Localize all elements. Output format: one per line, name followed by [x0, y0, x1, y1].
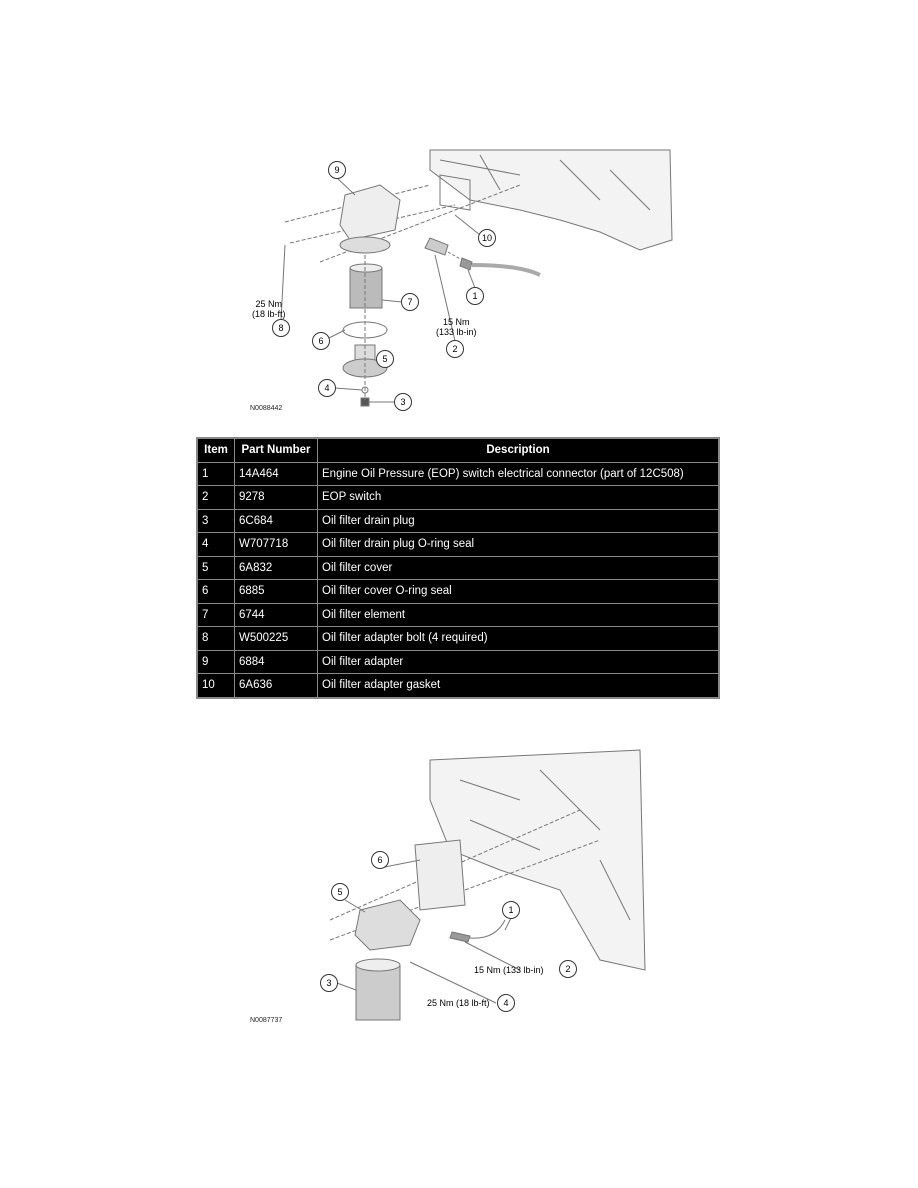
cell-part-number: W707718	[234, 532, 318, 557]
diagram-2-illustration	[329, 749, 646, 1021]
cell-part-number: 9278	[234, 485, 318, 510]
cell-item: 9	[196, 649, 235, 674]
callout-7: 7	[401, 293, 419, 311]
callout-4: 4	[497, 994, 515, 1012]
callout-8: 8	[272, 319, 290, 337]
torque-label-8: 25 Nm (18 lb-ft)	[252, 299, 286, 319]
torque-label-2: 15 Nm (133 lb-in)	[474, 965, 544, 975]
cell-item: 4	[196, 532, 235, 557]
oil-filter-exploded-diagram-1: 9 10 1 7 25 Nm (18 lb-ft) 8 6 15 Nm (133…	[0, 0, 918, 420]
cell-item: 7	[196, 602, 235, 627]
callout-1: 1	[502, 901, 520, 919]
header-description: Description	[317, 437, 720, 463]
figure-id: N0088442	[250, 405, 283, 412]
oil-filter-exploded-diagram-2: 6 5 1 15 Nm (133 lb-in) 2 3 25 Nm (18 lb…	[0, 740, 918, 1040]
cell-description: Oil filter adapter	[317, 649, 720, 674]
callout-2: 2	[446, 340, 464, 358]
cell-description: Oil filter cover O-ring seal	[317, 579, 720, 604]
callout-3: 3	[320, 974, 338, 992]
cell-item: 3	[196, 508, 235, 533]
cell-part-number: 6C684	[234, 508, 318, 533]
table-header-row: Item Part Number Description	[196, 437, 720, 463]
cell-description: EOP switch	[317, 485, 720, 510]
diagram-1-illustration	[280, 149, 673, 407]
callout-3: 3	[394, 393, 412, 411]
cell-description: Oil filter adapter gasket	[317, 673, 720, 698]
torque-label-2: 15 Nm (133 lb-in)	[436, 317, 477, 337]
cell-part-number: 14A464	[234, 461, 318, 486]
callout-2: 2	[559, 960, 577, 978]
cell-item: 10	[196, 673, 235, 698]
cell-description: Oil filter cover	[317, 555, 720, 580]
torque-lbin: (133 lb-in)	[436, 327, 477, 337]
cell-item: 6	[196, 579, 235, 604]
cell-item: 1	[196, 461, 235, 486]
header-part-number: Part Number	[234, 437, 318, 463]
cell-part-number: 6A832	[234, 555, 318, 580]
cell-part-number: W500225	[234, 626, 318, 651]
callout-4: 4	[318, 379, 336, 397]
cell-description: Oil filter drain plug	[317, 508, 720, 533]
cell-part-number: 6884	[234, 649, 318, 674]
torque-lbft: (18 lb-ft)	[252, 309, 286, 319]
cell-item: 8	[196, 626, 235, 651]
cell-item: 5	[196, 555, 235, 580]
figure-id: N0087737	[250, 1017, 283, 1024]
callout-5: 5	[331, 883, 349, 901]
callout-10: 10	[478, 229, 496, 247]
cell-part-number: 6744	[234, 602, 318, 627]
cell-description: Engine Oil Pressure (EOP) switch electri…	[317, 461, 720, 486]
torque-nm: 25 Nm	[255, 299, 283, 309]
torque-nm: 15 Nm	[443, 317, 470, 327]
cell-item: 2	[196, 485, 235, 510]
callout-1: 1	[466, 287, 484, 305]
cell-description: Oil filter drain plug O-ring seal	[317, 532, 720, 557]
cell-part-number: 6A636	[234, 673, 318, 698]
header-item: Item	[196, 437, 235, 463]
cell-part-number: 6885	[234, 579, 318, 604]
callout-6: 6	[312, 332, 330, 350]
torque-label-4: 25 Nm (18 lb-ft)	[427, 998, 490, 1008]
callout-5: 5	[376, 350, 394, 368]
callout-6: 6	[371, 851, 389, 869]
cell-description: Oil filter element	[317, 602, 720, 627]
callout-9: 9	[328, 161, 346, 179]
cell-description: Oil filter adapter bolt (4 required)	[317, 626, 720, 651]
